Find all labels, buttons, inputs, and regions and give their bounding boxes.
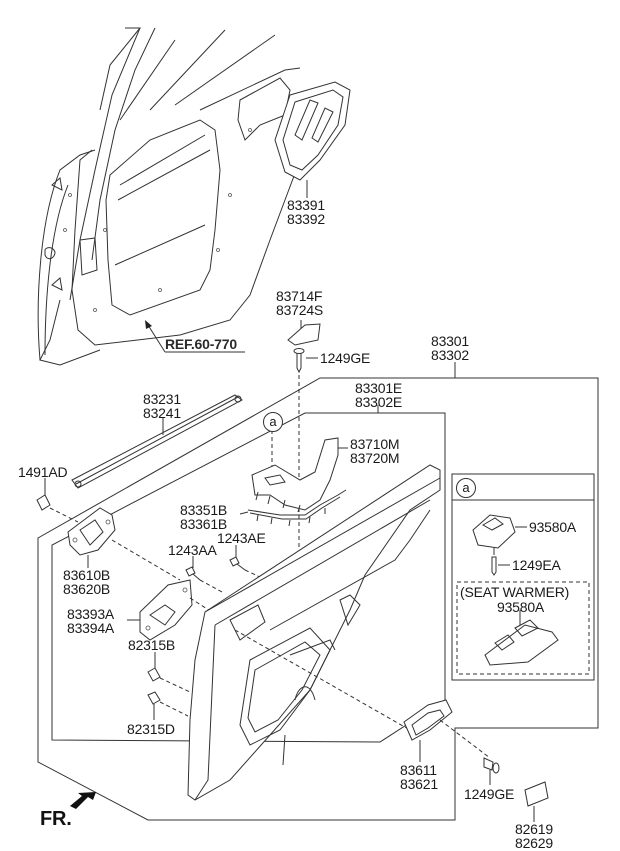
part-label-door-trim-panel[interactable]: 83301E 83302E [355,381,402,409]
pull-handle-drawing [403,699,491,762]
part-label-screw-bottom[interactable]: 1249GE [464,787,514,801]
part-number: 83620B [63,581,111,597]
part-label-garnish-strip[interactable]: 83351B 83361B [180,503,227,531]
part-number: 83610B [63,567,111,583]
door-trim-panel-drawing [187,464,441,801]
part-number: 83301E [355,380,403,396]
part-number: 83611 [400,762,437,778]
part-number: 83392 [287,211,325,227]
front-arrow-icon [70,792,96,809]
clip-1491ad-drawing [36,478,79,523]
part-number: 83351B [180,502,228,518]
part-label-screw-top[interactable]: 1249GE [320,351,370,365]
part-number: 82619 [515,821,553,837]
part-label-weatherstrip[interactable]: 83231 83241 [143,392,181,420]
part-number: 93580A [497,599,545,615]
part-number: 1491AD [18,464,68,480]
part-number: 83241 [143,405,181,421]
screw-bottom-drawing [483,757,500,785]
door-trim-panel-outline [51,405,446,743]
part-label-armrest-cover[interactable]: 83710M 83720M [350,436,400,466]
part-label-seal-cover[interactable]: 83391 83392 [287,198,325,226]
part-number: 83361B [180,516,228,532]
screw-cover-drawing [524,781,549,822]
part-label-window-switch[interactable]: 93580A [529,520,576,534]
door-inner-panel-drawing [37,27,346,366]
inside-handle-drawing [67,507,181,581]
part-number: 82315B [128,637,176,653]
part-number: 1249GE [320,350,371,366]
part-number: 93580A [529,519,577,535]
handle-bracket-drawing [127,579,213,641]
part-label-handle-bracket[interactable]: 83393A 83394A [67,607,114,635]
part-label-screw-cover[interactable]: 82619 82629 [515,822,553,850]
front-indicator-label: FR. [40,808,72,830]
ref-label[interactable]: REF.60-770 [165,336,237,352]
part-number: 83301 [431,333,469,349]
part-label-clip-82315d[interactable]: 82315D [127,722,175,736]
clip-82315b-drawing [147,652,191,693]
weatherstrip-drawing [71,394,243,489]
part-label-pull-handle[interactable]: 83611 83621 [400,763,438,791]
detail-callout-a-marker: a [456,478,476,498]
ref-arrow [145,320,245,353]
armrest-cover-drawing [251,430,348,513]
part-number: 83394A [67,620,115,636]
part-label-trim-cap[interactable]: 83714F 83724S [276,289,323,317]
trim-cap-drawing [287,320,321,346]
part-label-inside-handle[interactable]: 83610B 83620B [63,568,110,596]
bolt-1243aa-drawing [185,556,223,593]
part-number: 1249GE [464,786,515,802]
part-number: 82629 [515,835,553,851]
clip-82315d-drawing [147,691,189,720]
part-number: 83391 [287,197,325,213]
seal-cover-drawing [274,81,351,198]
part-number: 1243AA [168,542,217,558]
part-number: 83714F [276,288,323,304]
callout-a-marker[interactable]: a [263,412,283,432]
detail-box-a [451,473,595,681]
part-number: 1243AE [217,530,266,546]
part-number: 1249EA [512,557,561,573]
part-label-bolt-1243aa[interactable]: 1243AA [168,543,217,557]
part-number: 83302E [355,394,403,410]
part-label-bolt-1243ae[interactable]: 1243AE [217,531,266,545]
part-number: 83720M [350,450,400,466]
part-number: 83710M [350,436,400,452]
part-number: 83231 [143,391,181,407]
part-number: 83393A [67,606,115,622]
part-label-window-switch-seat-warmer[interactable]: 93580A [497,600,544,614]
part-number: 82315D [127,721,175,737]
part-label-switch-screw[interactable]: 1249EA [512,558,561,572]
part-label-door-trim-assy[interactable]: 83301 83302 [431,334,469,362]
part-number: 83621 [400,776,438,792]
bolt-1243ae-drawing [229,545,263,579]
part-label-clip-82315b[interactable]: 82315B [128,638,175,652]
part-label-clip-1491ad[interactable]: 1491AD [18,464,68,480]
part-number: 83724S [276,302,324,318]
door-trim-assy-outline [37,362,599,821]
part-number: 83302 [431,347,469,363]
seat-warmer-label: (SEAT WARMER) [460,584,570,600]
garnish-strip-drawing [239,489,347,527]
